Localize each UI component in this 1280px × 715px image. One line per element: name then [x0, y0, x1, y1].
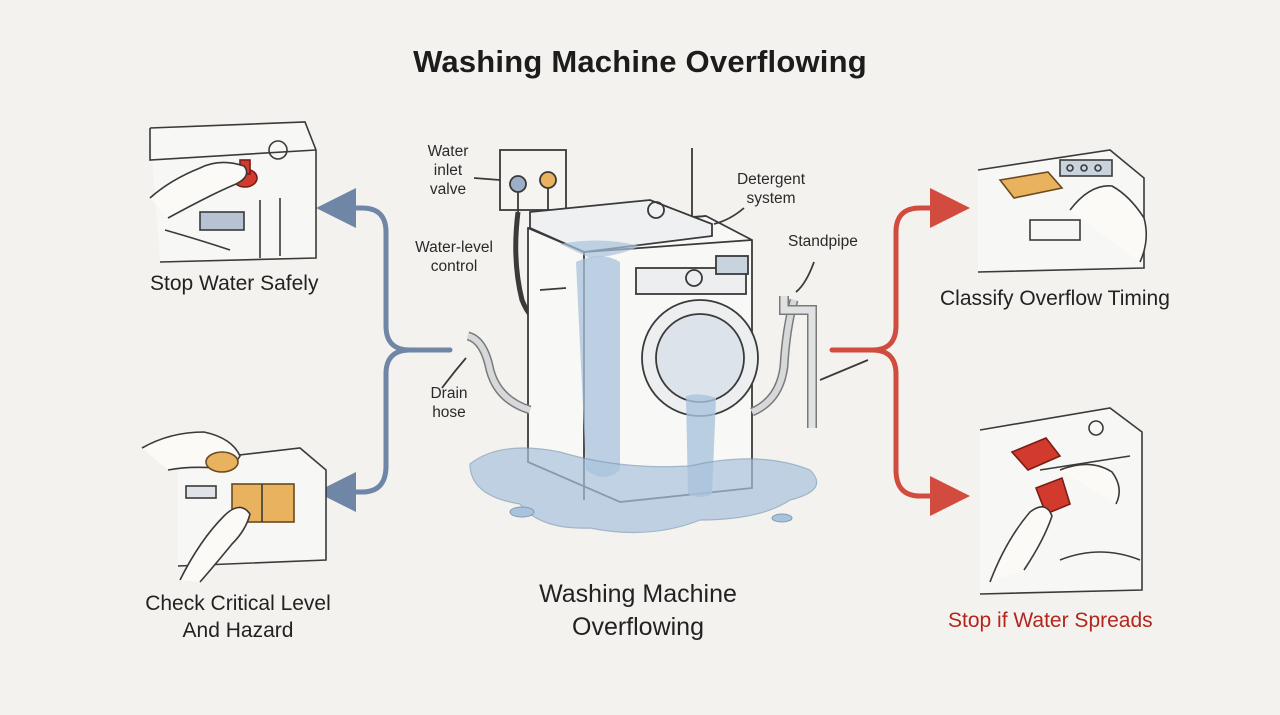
part-label-inlet-line1: Water — [427, 143, 469, 160]
hand-icon — [179, 506, 251, 583]
part-label-inlet-valve: Water inlet valve — [418, 142, 478, 199]
hand-icon — [989, 506, 1053, 583]
step-check-level-line1: Check Critical Level — [145, 592, 331, 615]
page-title: Washing Machine Overflowing — [413, 44, 867, 79]
panel-check-level — [141, 431, 327, 583]
detergent-drawer-icon — [998, 171, 1064, 199]
part-label-standpipe: Standpipe — [788, 233, 858, 250]
step-stop-water-label: Stop Water Safely — [150, 272, 319, 295]
hand-icon — [1059, 463, 1120, 505]
part-label-drain-line1: Drain — [430, 385, 468, 402]
step-check-level-line2: And Hazard — [182, 619, 294, 642]
panel-stop-spreads — [979, 407, 1143, 595]
part-label-detergent-line1: Detergent — [736, 171, 806, 188]
machine-caption-line2: Overflowing — [572, 613, 704, 641]
part-label-level-line2: control — [430, 258, 478, 275]
hand-icon — [1069, 185, 1148, 263]
hand-icon — [149, 161, 248, 219]
machine-caption: Washing Machine Overflowing — [500, 578, 776, 644]
step-classify-timing-label: Classify Overflow Timing — [940, 287, 1170, 310]
panel-stop-water — [149, 121, 317, 263]
step-stop-spreads-label: Stop if Water Spreads — [948, 609, 1153, 632]
part-label-level-line1: Water-level — [415, 239, 493, 256]
machine-caption-line1: Washing Machine — [539, 580, 737, 608]
left-arrows — [316, 188, 453, 512]
towel-icon — [1010, 437, 1071, 516]
part-label-inlet-line3: valve — [429, 181, 467, 198]
step-check-level-label: Check Critical Level And Hazard — [138, 590, 338, 644]
part-label-drain-hose: Drain hose — [424, 384, 474, 422]
right-arrows — [829, 188, 970, 516]
part-label-detergent-line2: system — [746, 190, 796, 207]
part-label-drain-line2: hose — [432, 404, 466, 421]
part-label-inlet-line2: inlet — [433, 162, 463, 179]
part-label-water-level: Water-level control — [406, 238, 502, 276]
panel-classify-timing — [977, 149, 1148, 273]
part-label-detergent: Detergent system — [728, 170, 814, 208]
washing-machine-icon — [441, 148, 869, 534]
